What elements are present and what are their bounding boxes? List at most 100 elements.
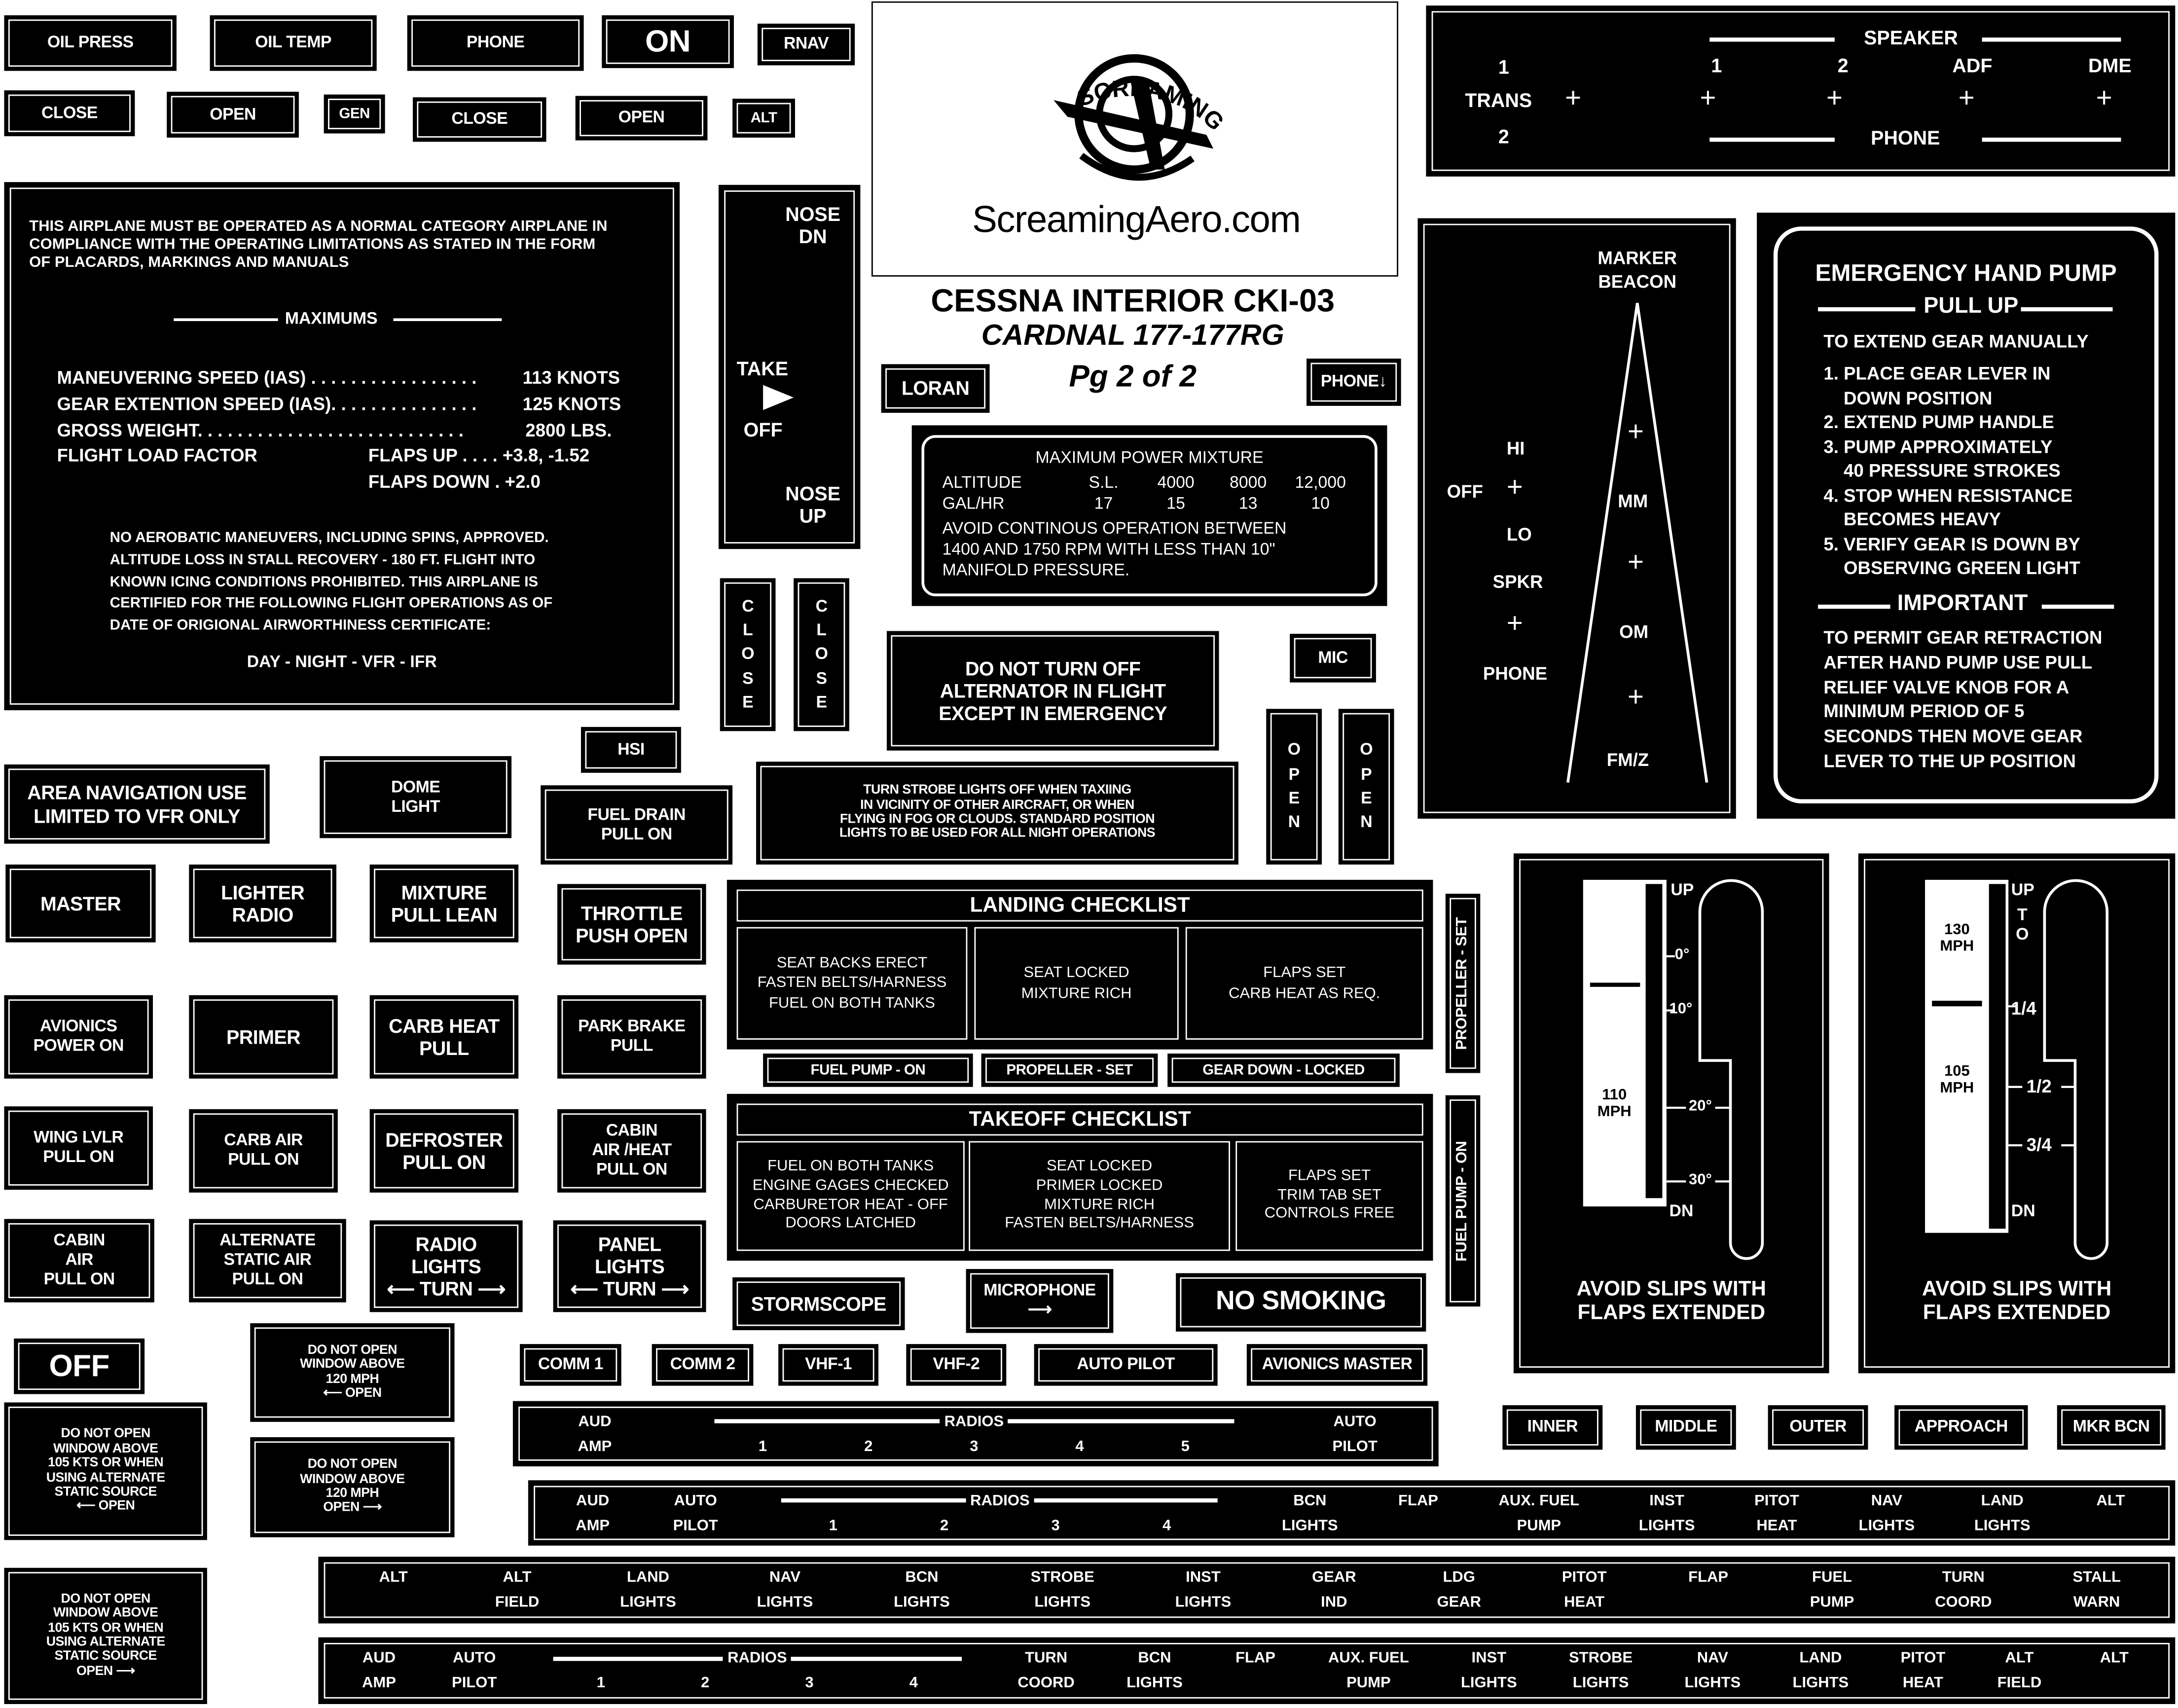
emergency-step: 3. PUMP APPROXIMATELY 40 PRESSURE STROKE… xyxy=(1823,436,2061,481)
switch-label-bottom: IND xyxy=(1321,1594,1347,1611)
switch-label-top: AUTO xyxy=(453,1650,496,1667)
divider xyxy=(791,1656,962,1661)
propeller-vertical-placard: PROPELLER - SET xyxy=(1445,894,1481,1073)
radio-number: 2 xyxy=(864,1438,873,1455)
placard-label: PROPELLER - SET xyxy=(1454,917,1471,1050)
switch-label-bottom: PUMP xyxy=(1517,1517,1561,1534)
mixture-cell: ALTITUDE xyxy=(942,472,1022,492)
window-120-a-placard: DO NOT OPEN WINDOW ABOVE 120 MPH ⟵ OPEN xyxy=(250,1323,455,1422)
alternator-placard: DO NOT TURN OFF ALTERNATOR IN FLIGHT EXC… xyxy=(886,631,1219,751)
switch-label-bottom: PUMP xyxy=(1810,1594,1854,1611)
gen-placard: GEN xyxy=(324,94,385,134)
switch-label: ALT xyxy=(2090,1480,2132,1545)
switch-label-top: ALT xyxy=(503,1569,532,1586)
switch-label-top: ALT xyxy=(2100,1650,2129,1667)
mixture-placard: MIXTURE PULL LEAN xyxy=(369,864,519,943)
gross-weight-label: GROSS WEIGHT. . . . . . . . . . . . . . … xyxy=(57,420,464,441)
oil-press-placard: OIL PRESS xyxy=(4,15,177,71)
mixture-cell: GAL/HR xyxy=(942,493,1005,513)
radio-lights-placard: RADIO LIGHTS ⟵ TURN ⟶ xyxy=(369,1220,523,1312)
flap-0-label: 0° xyxy=(1674,946,1690,963)
master-placard: MASTER xyxy=(5,864,156,943)
phone-down-placard: PHONE↓ xyxy=(1307,359,1401,406)
window-105-b-placard: DO NOT OPEN WINDOW ABOVE 105 KTS OR WHEN… xyxy=(4,1567,207,1704)
switch-label-top: AUD xyxy=(362,1650,396,1667)
flap-20-label: 20° xyxy=(1688,1098,1712,1115)
switch-label-top: STROBE xyxy=(1030,1569,1094,1586)
switch-label-top: LDG xyxy=(1443,1569,1475,1586)
switch-label-top: NAV xyxy=(1871,1492,1902,1509)
flap-tube-icon xyxy=(2008,879,2109,1260)
placard-label: FUEL PUMP - ON xyxy=(1454,1140,1471,1261)
pull-up-heading: PULL UP xyxy=(1924,294,2019,319)
switch-label-top: AUX. FUEL xyxy=(1328,1650,1409,1667)
important-heading: IMPORTANT xyxy=(1897,592,2028,616)
switch-label-top: FUEL xyxy=(1812,1569,1852,1586)
emergency-title: EMERGENCY HAND PUMP xyxy=(1815,259,2117,287)
oil-temp-placard: OIL TEMP xyxy=(210,15,377,71)
switch-label-bottom: LIGHTS xyxy=(1684,1674,1741,1692)
maneuvering-speed-label: MANEUVERING SPEED (IAS) . . . . . . . . … xyxy=(57,366,477,388)
switch-label-top: STROBE xyxy=(1569,1650,1633,1667)
switch-label: LAND LIGHTS xyxy=(1974,1480,2031,1545)
radio-number: 3 xyxy=(1051,1517,1060,1534)
trans-label: TRANS xyxy=(1465,89,1532,111)
hsi-placard: HSI xyxy=(581,727,681,773)
switch-label-bottom: LIGHTS xyxy=(1572,1674,1629,1692)
mixture-cell: 4000 xyxy=(1157,472,1195,492)
column-dme-label: DME xyxy=(2088,54,2132,76)
switch-label-bottom: FIELD xyxy=(1997,1674,2042,1692)
off-label: OFF xyxy=(1447,481,1483,502)
speed-marker xyxy=(1932,1001,1982,1007)
om-label: OM xyxy=(1619,621,1649,642)
outer-placard: OUTER xyxy=(1768,1405,1868,1450)
takeoff-checklist-title: TAKEOFF CHECKLIST xyxy=(736,1103,1423,1136)
radios-label: RADIOS xyxy=(727,1650,787,1667)
switch-label: STROBE LIGHTS xyxy=(1569,1637,1633,1704)
column-2-label: 2 xyxy=(1837,54,1849,76)
switch-label-bottom: LIGHTS xyxy=(1792,1674,1849,1692)
beacon-triangle-icon xyxy=(1566,302,1708,783)
flight-operations: DAY - NIGHT - VFR - IFR xyxy=(247,652,437,672)
alt-placard: ALT xyxy=(732,99,795,138)
switch-label-top: BCN xyxy=(1293,1492,1327,1509)
switch-label-top: TURN xyxy=(1025,1650,1068,1667)
logo-url: ScreamingAero.com xyxy=(972,198,1301,241)
switch-label-top: PITOT xyxy=(1561,1569,1607,1586)
flap-dn-label: DN xyxy=(2011,1200,2035,1221)
switch-label-top: LAND xyxy=(1799,1650,1842,1667)
plus-icon: + xyxy=(1506,609,1523,640)
spkr-label: SPKR xyxy=(1492,571,1543,592)
mixture-cell: S.L. xyxy=(1089,472,1119,492)
close-1-placard: CLOSE xyxy=(4,90,135,137)
switch-label-bottom: LIGHTS xyxy=(1974,1517,2031,1534)
flap-speed-label: 110 MPH xyxy=(1597,1087,1632,1121)
flap-half-label: 1/2 xyxy=(2026,1076,2052,1097)
switch-label-top: LAND xyxy=(1981,1492,2024,1509)
speaker-label: SPEAKER xyxy=(1864,26,1958,49)
primer-placard: PRIMER xyxy=(189,995,338,1079)
off-label: OFF xyxy=(743,418,783,441)
landing-item-3: FLAPS SET CARB HEAT AS REQ. xyxy=(1185,927,1423,1040)
right-arrow-icon xyxy=(763,385,794,410)
flap-30-label: 30° xyxy=(1688,1171,1712,1189)
park-brake-placard: PARK BRAKE PULL xyxy=(557,995,706,1079)
switch-label-top: AUTO xyxy=(674,1492,717,1509)
flap-takeoff-label: T O xyxy=(2016,905,2029,944)
svg-text:SCREAMING AERO: SCREAMING AERO xyxy=(873,3,1234,140)
landing-item-2: SEAT LOCKED MIXTURE RICH xyxy=(974,927,1179,1040)
gear-extension-speed-label: GEAR EXTENTION SPEED (IAS). . . . . . . … xyxy=(57,393,477,414)
fuel-drain-placard: FUEL DRAIN PULL ON xyxy=(541,785,733,865)
